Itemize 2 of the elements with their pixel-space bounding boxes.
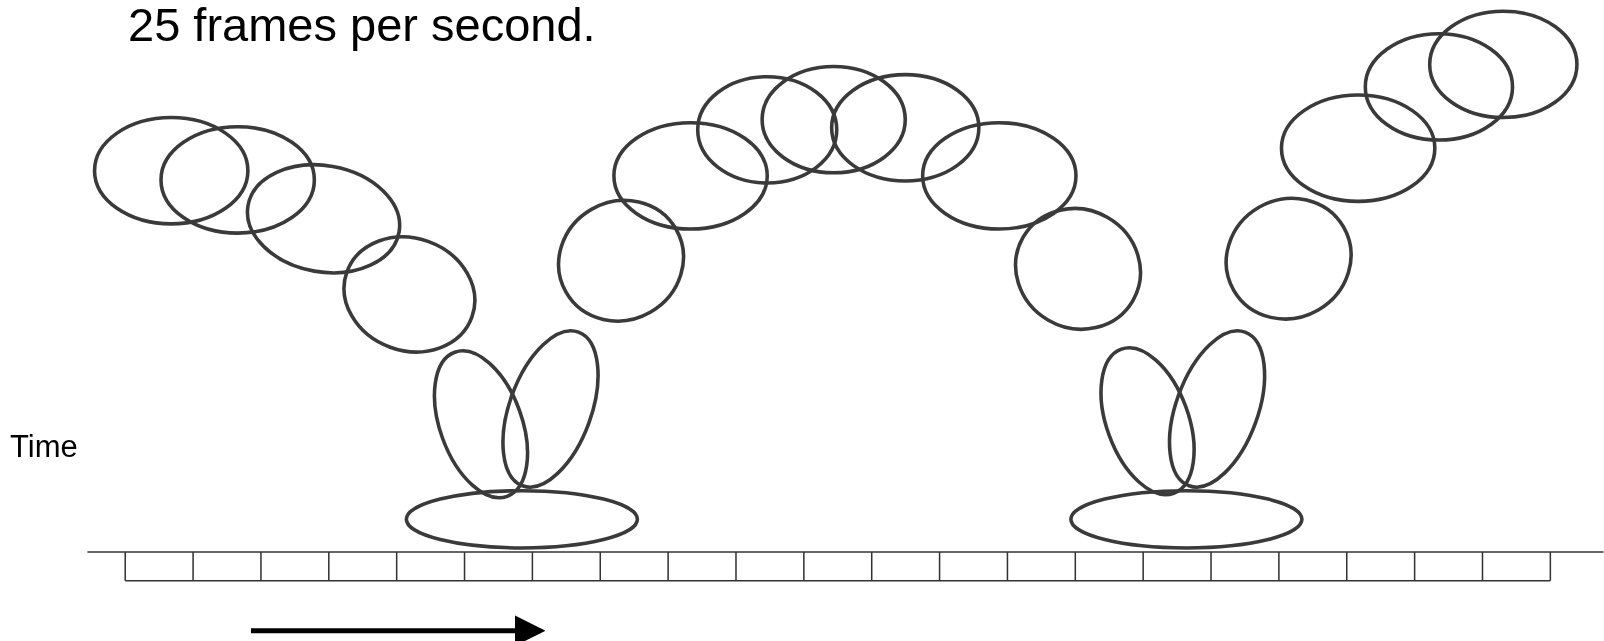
heading-text: 25 frames per second.	[128, 0, 596, 53]
axis-label: Time	[10, 428, 78, 466]
